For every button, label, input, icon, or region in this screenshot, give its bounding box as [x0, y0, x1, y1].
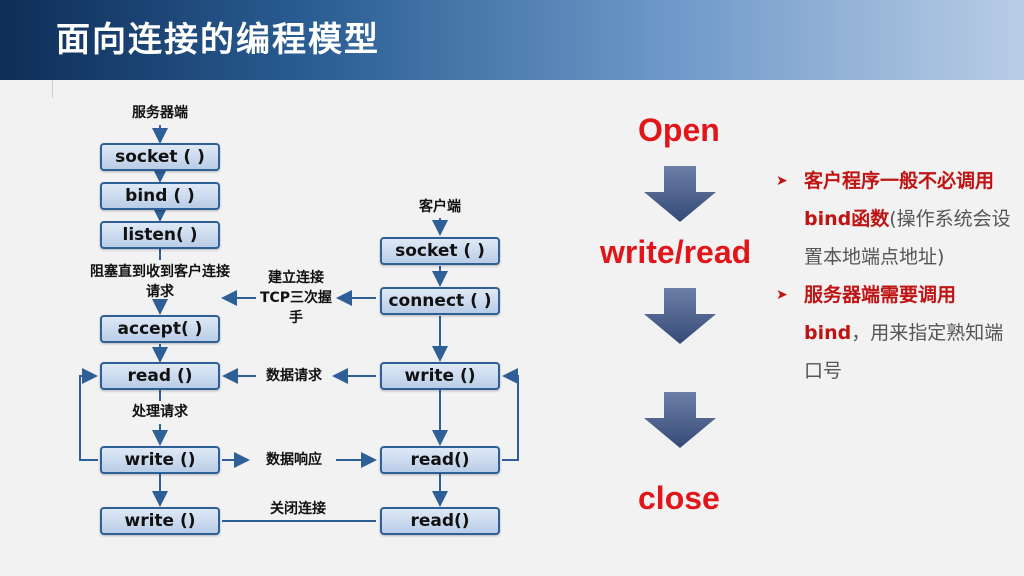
client-label: 客户端 [419, 199, 461, 215]
server-write-close-box: write () [100, 507, 220, 535]
note-2-detail: ，用来指定熟知端口号 [804, 322, 1004, 382]
flow-arrow-down-1 [644, 166, 716, 222]
note-item-2: ➤ 服务器端需要调用bind，用来指定熟知端口号 [776, 276, 1016, 390]
client-read-close-box: read() [380, 507, 500, 535]
client-loop-arrow [502, 368, 519, 461]
flow-open-label: Open [638, 112, 720, 148]
client-read-box: read() [380, 446, 500, 474]
server-read-box: read () [100, 362, 220, 390]
server-write-box: write () [100, 446, 220, 474]
note-1-emphasis: 客户程序一般不必调用bind函数 [804, 170, 995, 230]
process-request-label: 处理请求 [132, 404, 188, 420]
notes-panel: ➤ 客户程序一般不必调用bind函数(操作系统会设置本地端点地址) ➤ 服务器端… [776, 162, 1016, 390]
server-bind-box: bind ( ) [100, 182, 220, 210]
server-socket-box: socket ( ) [100, 143, 220, 171]
client-connect-box: connect ( ) [380, 287, 500, 315]
server-listen-box: listen( ) [100, 221, 220, 249]
title-bar: 面向连接的编程模型 [0, 0, 1024, 80]
arrow-bullet-icon: ➤ [776, 287, 788, 303]
note-1-detail: (操作系统会设置本地端点地址) [804, 208, 1011, 268]
data-request-label: 数据请求 [266, 368, 322, 384]
flow-arrow-down-3 [644, 392, 716, 448]
server-accept-box: accept( ) [100, 315, 220, 343]
flow-write-read-label: write/read [600, 234, 752, 270]
establish-connection-label: 建立连接TCP三次握手 [259, 270, 333, 326]
flow-arrow-down-2 [644, 288, 716, 344]
flow-close-label: close [638, 480, 720, 516]
client-socket-box: socket ( ) [380, 237, 500, 265]
page-title: 面向连接的编程模型 [56, 20, 380, 60]
arrow-bullet-icon: ➤ [776, 173, 788, 189]
client-write-box: write () [380, 362, 500, 390]
block-until-request-label: 阻塞直到收到客户连接请求 [90, 264, 230, 300]
divider [52, 80, 53, 98]
note-item-1: ➤ 客户程序一般不必调用bind函数(操作系统会设置本地端点地址) [776, 162, 1016, 276]
data-response-label: 数据响应 [266, 452, 322, 468]
server-loop-arrow [79, 368, 98, 461]
close-connection-label: 关闭连接 [270, 501, 326, 517]
server-label: 服务器端 [132, 105, 188, 121]
note-2-emphasis: 服务器端需要调用bind [804, 284, 957, 344]
